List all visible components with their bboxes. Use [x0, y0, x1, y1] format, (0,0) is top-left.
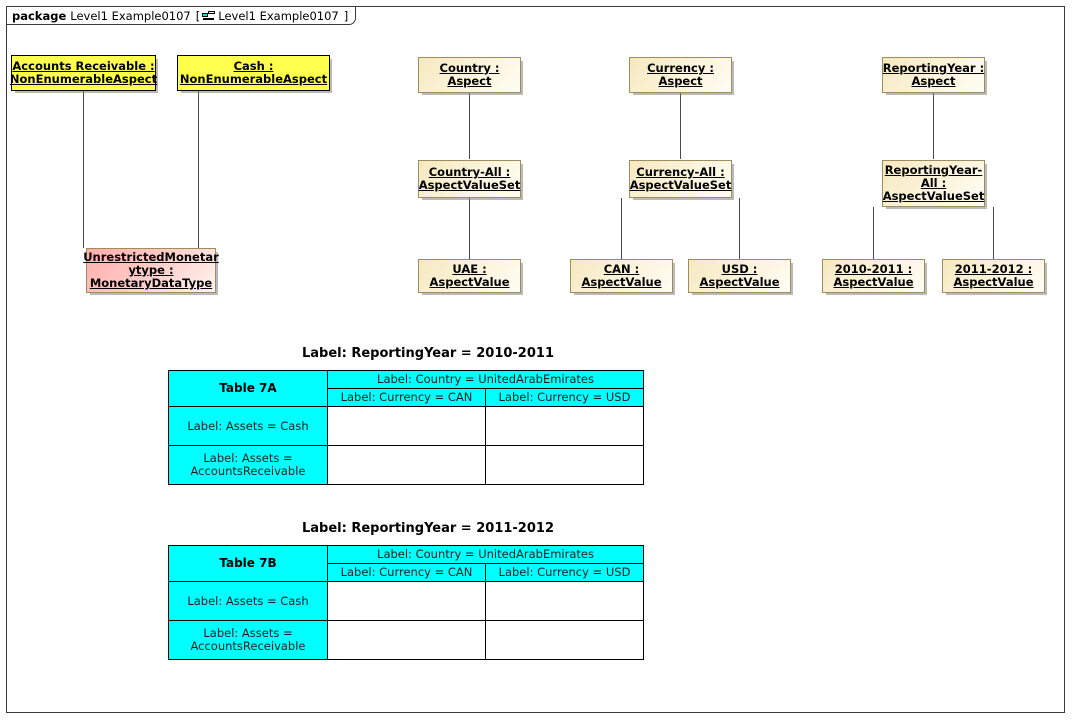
node-line-1: 2011-2012 :	[954, 262, 1033, 276]
node-line-1: Currency :	[647, 61, 714, 75]
node-line-2: AspectValue	[581, 275, 662, 289]
node-line-1: ReportingYear-	[884, 163, 983, 177]
node-line-2: AspectValue	[833, 275, 914, 289]
node-line-2: AspectValue	[953, 275, 1034, 289]
diagram-name: Level1 Example0107	[218, 8, 339, 23]
node-line-2: NonEnumerableAspect	[179, 72, 328, 86]
table-row: Label: Assets = Cash	[168, 581, 644, 621]
table-7b-cell-ar-usd[interactable]	[485, 620, 644, 660]
table-7b-title: Label: ReportingYear = 2011-2012	[302, 521, 554, 536]
node-uae[interactable]: UAE : AspectValue	[418, 259, 521, 293]
table-7a-title: Label: ReportingYear = 2010-2011	[302, 346, 554, 361]
node-line-1: ReportingYear :	[882, 61, 985, 75]
connector-currency-all-to-usd	[739, 198, 740, 259]
table-7a-row-header-accountsreceivable: Label: Assets = AccountsReceivable	[168, 445, 328, 485]
table-7b-row-header-cash: Label: Assets = Cash	[168, 581, 328, 621]
connector-reportingyear-all-to-2010	[873, 207, 874, 259]
node-line-1: CAN :	[603, 262, 640, 276]
node-line-3: MonetaryDataType	[89, 276, 213, 290]
node-unrestricted-monetarytype[interactable]: UnrestrictedMonetar ytype : MonetaryData…	[83, 248, 219, 293]
node-line-1: USD :	[721, 262, 758, 276]
node-line-2: Aspect	[911, 74, 956, 88]
node-accounts-receivable[interactable]: Accounts Receivable : NonEnumerableAspec…	[9, 55, 158, 91]
package-name: Level1 Example0107	[70, 8, 191, 23]
node-country-aspect[interactable]: Country : Aspect	[418, 57, 521, 93]
node-line-1: 2010-2011 :	[834, 262, 913, 276]
node-line-2: ytype :	[128, 263, 174, 277]
table-7a-corner-label: Table 7A	[168, 370, 328, 407]
table-row: Table 7A Label: Country = UnitedArabEmir…	[168, 370, 644, 407]
node-year-2011-2012[interactable]: 2011-2012 : AspectValue	[942, 259, 1045, 293]
connector-currency-aspect-to-all	[680, 93, 681, 159]
node-cash[interactable]: Cash : NonEnumerableAspect	[177, 55, 330, 91]
node-line-1: UnrestrictedMonetar	[83, 250, 219, 264]
table-row: Label: Assets = AccountsReceivable	[168, 620, 644, 660]
node-line-2: Aspect	[658, 74, 703, 88]
table-7a-currency-header-usd: Label: Currency = USD	[485, 388, 644, 407]
table-7a: Table 7A Label: Country = UnitedArabEmir…	[168, 370, 644, 485]
node-line-2: AspectValueSet	[629, 178, 732, 192]
table-7b-cell-cash-usd[interactable]	[485, 581, 644, 621]
node-line-1: Accounts Receivable :	[12, 59, 155, 73]
node-line-1: UAE :	[452, 262, 487, 276]
package-header-tab: package Level1 Example0107 [ Level1 Exam…	[6, 6, 357, 25]
table-7a-cell-ar-can[interactable]	[327, 445, 486, 485]
table-row: Table 7B Label: Country = UnitedArabEmir…	[168, 545, 644, 582]
connector-country-aspect-to-all	[469, 93, 470, 159]
package-keyword: package	[12, 8, 67, 23]
connector-reportingyear-all-to-2011	[993, 207, 994, 259]
table-7b-cell-cash-can[interactable]	[327, 581, 486, 621]
node-line-3: AspectValueSet	[882, 189, 985, 203]
node-line-1: Country :	[439, 61, 500, 75]
connector-reportingyear-aspect-to-all	[933, 93, 934, 159]
table-7b-corner-label: Table 7B	[168, 545, 328, 582]
node-usd[interactable]: USD : AspectValue	[688, 259, 791, 293]
table-7b-currency-header-can: Label: Currency = CAN	[327, 563, 486, 582]
table-row: Label: Assets = Cash	[168, 406, 644, 446]
bracket-close: ]	[343, 8, 349, 23]
node-line-1: Currency-All :	[636, 165, 725, 179]
node-line-2: AspectValue	[699, 275, 780, 289]
table-7b-cell-ar-can[interactable]	[327, 620, 486, 660]
table-7a-cell-cash-can[interactable]	[327, 406, 486, 446]
table-7b-row-header-accountsreceivable: Label: Assets = AccountsReceivable	[168, 620, 328, 660]
table-7a-cell-cash-usd[interactable]	[485, 406, 644, 446]
node-line-1: Cash :	[233, 59, 274, 73]
node-line-2: AspectValueSet	[418, 178, 521, 192]
node-line-2: Aspect	[447, 74, 492, 88]
bracket-open: [	[195, 8, 201, 23]
package-diagram-icon	[202, 10, 216, 21]
node-line-2: NonEnumerableAspect	[9, 72, 158, 86]
table-row: Label: Assets = AccountsReceivable	[168, 445, 644, 485]
node-reportingyear-all[interactable]: ReportingYear- All : AspectValueSet	[882, 160, 985, 207]
connector-country-all-to-uae	[469, 198, 470, 259]
node-line-1: Country-All :	[428, 165, 511, 179]
node-line-2: All :	[920, 176, 947, 190]
table-7a-cell-ar-usd[interactable]	[485, 445, 644, 485]
table-row: Label: Currency = CAN Label: Currency = …	[169, 563, 644, 582]
node-year-2010-2011[interactable]: 2010-2011 : AspectValue	[822, 259, 925, 293]
table-7a-currency-header-can: Label: Currency = CAN	[327, 388, 486, 407]
table-7a-country-header: Label: Country = UnitedArabEmirates	[327, 370, 644, 389]
node-can[interactable]: CAN : AspectValue	[570, 259, 673, 293]
node-currency-all[interactable]: Currency-All : AspectValueSet	[629, 160, 732, 198]
table-7b: Table 7B Label: Country = UnitedArabEmir…	[168, 545, 644, 660]
table-7a-row-header-cash: Label: Assets = Cash	[168, 406, 328, 446]
table-7b-currency-header-usd: Label: Currency = USD	[485, 563, 644, 582]
node-line-2: AspectValue	[429, 275, 510, 289]
node-reportingyear-aspect[interactable]: ReportingYear : Aspect	[882, 57, 985, 93]
connector-accounts-receivable-to-datatype	[83, 91, 84, 248]
table-7b-country-header: Label: Country = UnitedArabEmirates	[327, 545, 644, 564]
node-country-all[interactable]: Country-All : AspectValueSet	[418, 160, 521, 198]
node-currency-aspect[interactable]: Currency : Aspect	[629, 57, 732, 93]
table-row: Label: Currency = CAN Label: Currency = …	[169, 388, 644, 407]
connector-cash-to-datatype	[198, 91, 199, 248]
connector-currency-all-to-can	[621, 198, 622, 259]
